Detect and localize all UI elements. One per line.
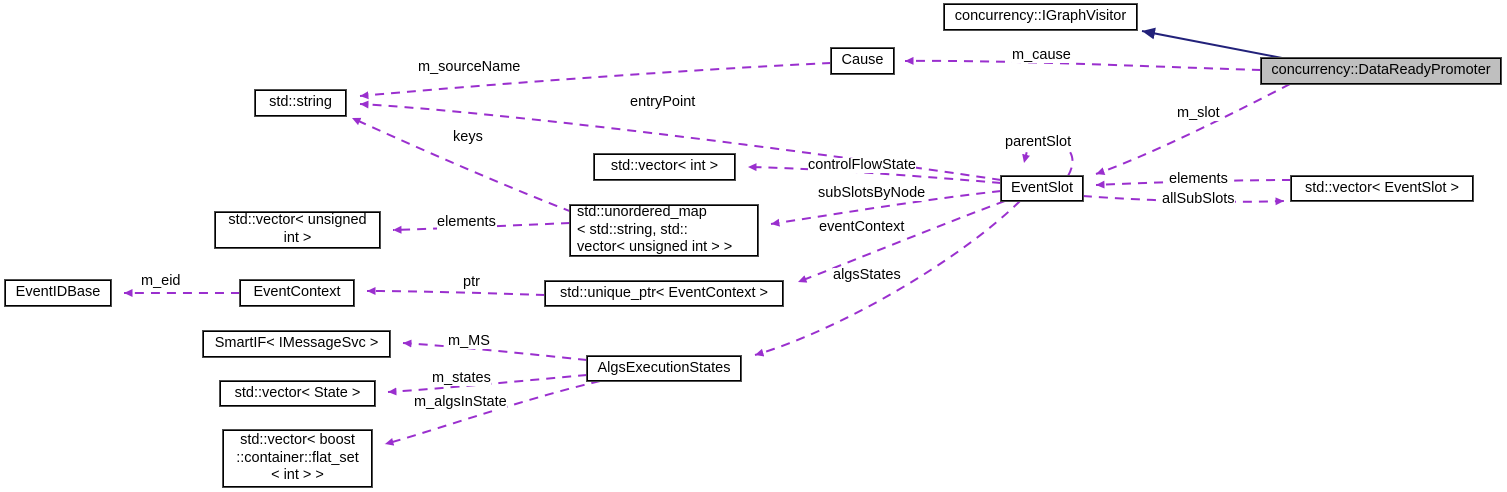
node-smartif-imessagesvc[interactable]: SmartIF< IMessageSvc >: [202, 330, 391, 358]
edge-label-ptr: ptr: [463, 274, 480, 290]
node-label: std::vector< EventSlot >: [1305, 179, 1459, 196]
node-std-string[interactable]: std::string: [254, 89, 347, 117]
node-std-vector-boost-flat-set[interactable]: std::vector< boost ::container::flat_set…: [222, 429, 373, 488]
node-label: std::vector< unsigned int >: [228, 212, 367, 246]
node-std-unique-ptr-eventcontext[interactable]: std::unique_ptr< EventContext >: [544, 280, 784, 307]
node-label: std::vector< boost ::container::flat_set…: [236, 431, 359, 484]
node-label: std::string: [269, 94, 332, 111]
edge-algs-states: [754, 200, 1021, 357]
edge-all-sub-slots: [1082, 195, 1285, 206]
edge-sub-slots-by-node: [770, 190, 1002, 227]
node-std-vector-int[interactable]: std::vector< int >: [593, 153, 736, 181]
edge-label-m-source-name: m_sourceName: [418, 59, 521, 75]
edge-m-ms: [402, 339, 588, 361]
edge-label-event-context: eventContext: [819, 219, 905, 235]
edge-inheritance-igraphvisitor: [1141, 27, 1283, 59]
edge-label-m-ms: m_MS: [448, 333, 490, 349]
edge-ptr: [366, 287, 546, 296]
edge-entry-point: [359, 100, 1002, 181]
edge-control-flow-state: [747, 163, 1002, 184]
edge-elements-event-slot: [1095, 179, 1292, 189]
edge-m-algs-in-state: [384, 380, 601, 446]
edge-m-source-name: [359, 62, 832, 100]
edge-label-m-cause: m_cause: [1012, 47, 1071, 63]
edge-label-entry-point: entryPoint: [630, 94, 696, 110]
node-algsexecutionstates[interactable]: AlgsExecutionStates: [586, 355, 742, 382]
node-label: AlgsExecutionStates: [597, 359, 731, 376]
edge-label-keys: keys: [453, 129, 483, 145]
edge-label-m-algs-in-state: m_algsInState: [414, 394, 507, 410]
node-label: SmartIF< IMessageSvc >: [214, 335, 379, 352]
edge-label-m-eid: m_eid: [141, 273, 181, 289]
node-label: std::unique_ptr< EventContext >: [560, 284, 768, 301]
edge-label-all-sub-slots: allSubSlots: [1162, 191, 1235, 207]
edge-m-slot: [1095, 83, 1291, 175]
node-cause[interactable]: Cause: [830, 47, 895, 75]
edge-label-sub-slots-by-node: subSlotsByNode: [818, 185, 926, 201]
node-label: EventIDBase: [15, 284, 101, 301]
node-eventcontext[interactable]: EventContext: [239, 279, 355, 307]
node-label: std::vector< int >: [610, 158, 719, 175]
node-std-vector-unsigned-int[interactable]: std::vector< unsigned int >: [214, 211, 381, 249]
edge-label-control-flow-state: controlFlowState: [808, 157, 916, 173]
edge-label-m-slot: m_slot: [1177, 105, 1220, 121]
node-label: EventSlot: [1010, 179, 1074, 196]
edge-label-elements-unsigned-int: elements: [437, 214, 496, 230]
edge-label-parent-slot: parentSlot: [1005, 134, 1072, 150]
node-label: std::vector< State >: [234, 384, 361, 401]
node-label: std::unordered_map < std::string, std:: …: [577, 203, 733, 256]
node-label: EventContext: [253, 284, 341, 301]
node-label: concurrency::DataReadyPromoter: [1271, 62, 1491, 79]
edge-keys: [351, 117, 573, 213]
node-std-unordered-map[interactable]: std::unordered_map < std::string, std:: …: [569, 203, 759, 257]
node-label: Cause: [841, 52, 884, 69]
edge-event-context: [797, 200, 1006, 283]
edge-label-m-states: m_states: [432, 370, 491, 386]
node-std-vector-state[interactable]: std::vector< State >: [219, 380, 376, 407]
node-label: concurrency::IGraphVisitor: [954, 8, 1127, 25]
edge-label-algs-states: algsStates: [833, 267, 901, 283]
node-igraphvisitor[interactable]: concurrency::IGraphVisitor: [943, 3, 1138, 31]
node-std-vector-eventslot[interactable]: std::vector< EventSlot >: [1290, 175, 1474, 202]
node-datareadypromoter[interactable]: concurrency::DataReadyPromoter: [1260, 57, 1502, 85]
node-eventidbase[interactable]: EventIDBase: [4, 279, 112, 307]
node-eventslot[interactable]: EventSlot: [1000, 175, 1084, 202]
edge-m-cause: [904, 56, 1262, 71]
edge-label-elements-event-slot: elements: [1169, 171, 1228, 187]
